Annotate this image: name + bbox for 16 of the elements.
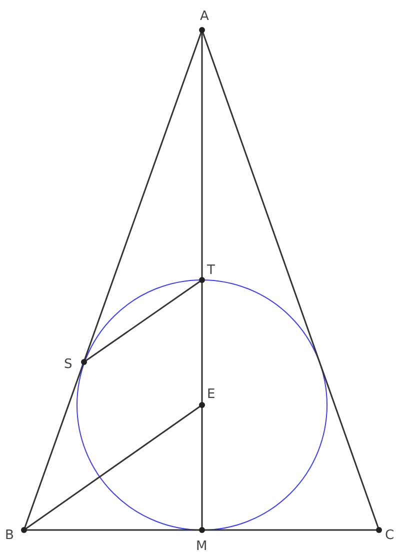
point-label: T: [207, 264, 215, 278]
point-label: M: [196, 540, 208, 554]
line-segment: [23, 30, 203, 530]
line-segment: [202, 529, 379, 531]
point-label: B: [5, 529, 14, 543]
line-segment: [201, 405, 203, 530]
line-segment: [24, 404, 202, 531]
line-segment: [201, 30, 203, 280]
line-segment: [24, 529, 202, 531]
line-segment: [201, 30, 380, 530]
line-segment: [201, 280, 203, 405]
point-label: A: [200, 10, 209, 24]
point-label: E: [207, 388, 216, 402]
point-label: C: [385, 529, 394, 543]
point-label: S: [64, 358, 72, 372]
line-segment: [84, 279, 202, 363]
